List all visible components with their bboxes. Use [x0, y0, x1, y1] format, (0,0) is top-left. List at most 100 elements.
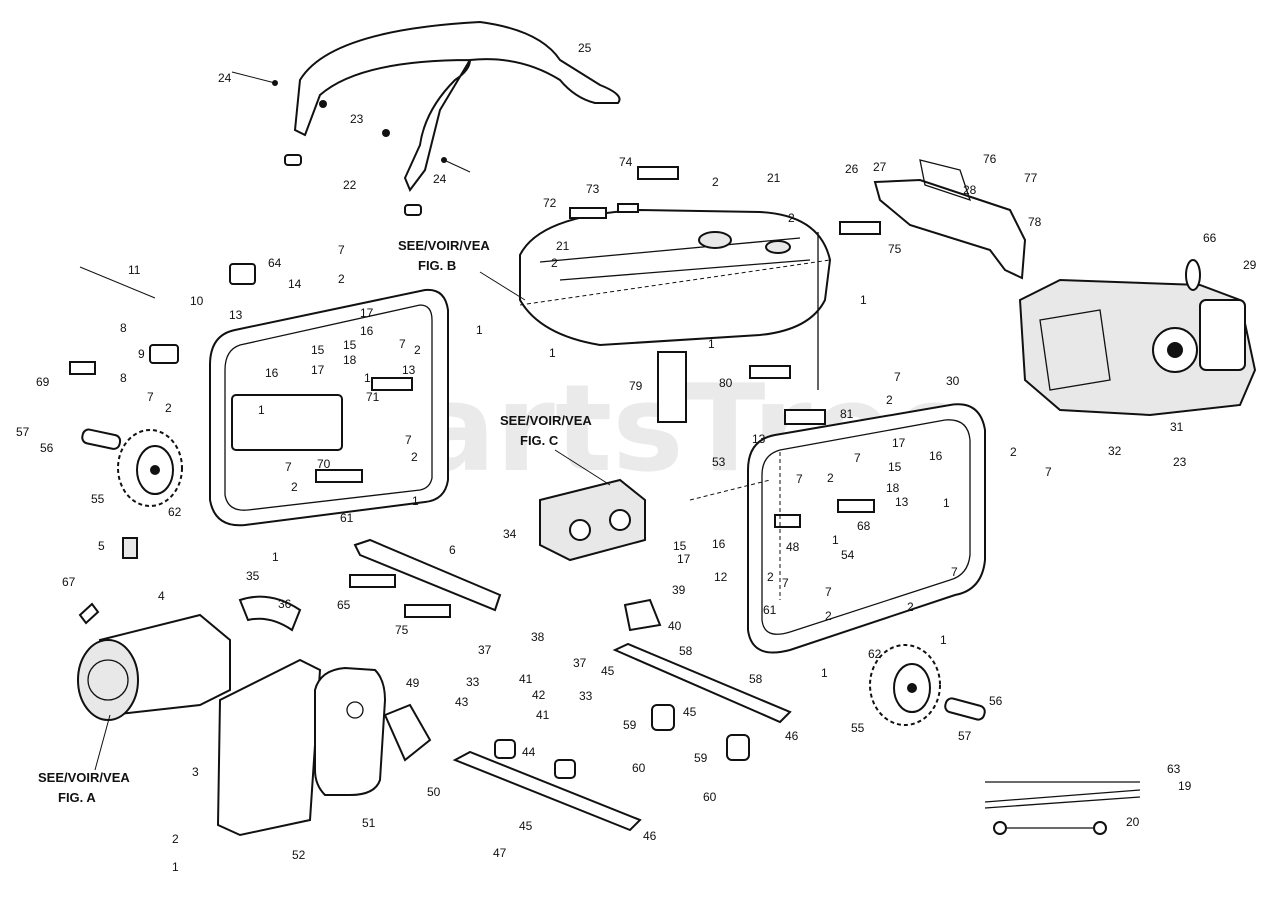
decal-72 — [569, 207, 607, 219]
frame-left — [209, 288, 449, 527]
callout-21: 21 — [556, 239, 570, 253]
callout-38: 38 — [531, 630, 545, 644]
callout-4: 4 — [158, 589, 165, 603]
callout-49: 49 — [406, 676, 420, 690]
callout-37: 37 — [478, 643, 492, 657]
ref-fig-a-line2: FIG. A — [58, 790, 96, 805]
ref-fig-a-line1: SEE/VOIR/VEA — [38, 770, 130, 785]
callout-29: 29 — [1243, 258, 1257, 272]
callout-45: 45 — [683, 705, 697, 719]
callout-1: 1 — [364, 371, 371, 385]
callout-24: 24 — [218, 71, 232, 85]
callout-80: 80 — [719, 376, 733, 390]
part-40 — [623, 598, 662, 632]
callout-9: 9 — [138, 347, 145, 361]
callout-7: 7 — [825, 585, 832, 599]
decal-68 — [837, 499, 875, 513]
callout-15: 15 — [343, 338, 357, 352]
callout-60: 60 — [632, 761, 646, 775]
callout-17: 17 — [360, 306, 374, 320]
callout-44: 44 — [522, 745, 536, 759]
callout-24: 24 — [433, 172, 447, 186]
decal-75-top — [839, 221, 881, 235]
callout-23: 23 — [1173, 455, 1187, 469]
callout-16: 16 — [712, 537, 726, 551]
wire-11 — [79, 266, 156, 299]
callout-70: 70 — [317, 457, 331, 471]
callout-1: 1 — [940, 633, 947, 647]
callout-35: 35 — [246, 569, 260, 583]
battery-box — [539, 478, 646, 562]
callout-40: 40 — [668, 619, 682, 633]
outlet-9 — [149, 344, 179, 364]
handle-bar — [284, 20, 621, 216]
callout-43: 43 — [455, 695, 469, 709]
callout-26: 26 — [845, 162, 859, 176]
callout-7: 7 — [1045, 465, 1052, 479]
frame-right — [747, 403, 986, 654]
callout-1: 1 — [258, 403, 265, 417]
nut-23b — [382, 129, 390, 137]
callout-17: 17 — [311, 363, 325, 377]
alternator — [77, 613, 231, 721]
battery-cables — [984, 781, 1141, 835]
callout-34: 34 — [503, 527, 517, 541]
callout-75: 75 — [888, 242, 902, 256]
decal-81 — [784, 409, 826, 425]
ref-fig-b-line2: FIG. B — [418, 258, 456, 273]
callout-42: 42 — [532, 688, 546, 702]
callout-41: 41 — [519, 672, 533, 686]
callout-28: 28 — [963, 183, 977, 197]
callout-61: 61 — [340, 511, 354, 525]
callout-30: 30 — [946, 374, 960, 388]
callout-8: 8 — [120, 321, 127, 335]
callout-13: 13 — [895, 495, 909, 509]
callout-77: 77 — [1024, 171, 1038, 185]
nut-23a — [319, 100, 327, 108]
callout-7: 7 — [854, 451, 861, 465]
callout-11: 11 — [128, 263, 141, 277]
callout-1: 1 — [476, 323, 483, 337]
decal-69 — [69, 361, 96, 375]
callout-64: 64 — [268, 256, 282, 270]
callout-7: 7 — [894, 370, 901, 384]
callout-53: 53 — [712, 455, 726, 469]
callout-7: 7 — [147, 390, 154, 404]
callout-57: 57 — [958, 729, 972, 743]
callout-31: 31 — [1170, 420, 1184, 434]
cradle-46-upper — [612, 642, 792, 724]
reference-fig-a: SEE/VOIR/VEA FIG. A — [38, 714, 130, 805]
control-panel-bracket — [873, 159, 1027, 280]
decal-80 — [749, 365, 791, 379]
callout-7: 7 — [405, 433, 412, 447]
callout-7: 7 — [285, 460, 292, 474]
oval-decal-66 — [1185, 259, 1201, 291]
callout-15: 15 — [311, 343, 325, 357]
callout-7: 7 — [951, 565, 958, 579]
callout-55: 55 — [91, 492, 105, 506]
bolt-24b — [441, 157, 471, 173]
callout-23: 23 — [350, 112, 364, 126]
callout-81: 81 — [840, 407, 854, 421]
callout-1: 1 — [412, 494, 419, 508]
callout-17: 17 — [677, 552, 691, 566]
axle-56-left — [81, 428, 122, 450]
callout-2: 2 — [767, 570, 774, 584]
callout-13: 13 — [752, 432, 766, 446]
muffler-shield — [216, 658, 322, 837]
tag-67 — [78, 602, 100, 625]
callout-74: 74 — [619, 155, 633, 169]
decal-71 — [371, 377, 413, 391]
callout-2: 2 — [827, 471, 834, 485]
callout-2: 2 — [411, 450, 418, 464]
brush-assembly-36 — [238, 595, 302, 632]
callout-58: 58 — [749, 672, 763, 686]
callout-25: 25 — [578, 41, 592, 55]
callout-13: 13 — [229, 308, 243, 322]
muffler-gasket-50 — [383, 703, 432, 762]
ref-fig-c-line1: SEE/VOIR/VEA — [500, 413, 592, 428]
callout-18: 18 — [343, 353, 357, 367]
callout-2: 2 — [291, 480, 298, 494]
callout-1: 1 — [821, 666, 828, 680]
assembly-line-c — [519, 259, 831, 306]
